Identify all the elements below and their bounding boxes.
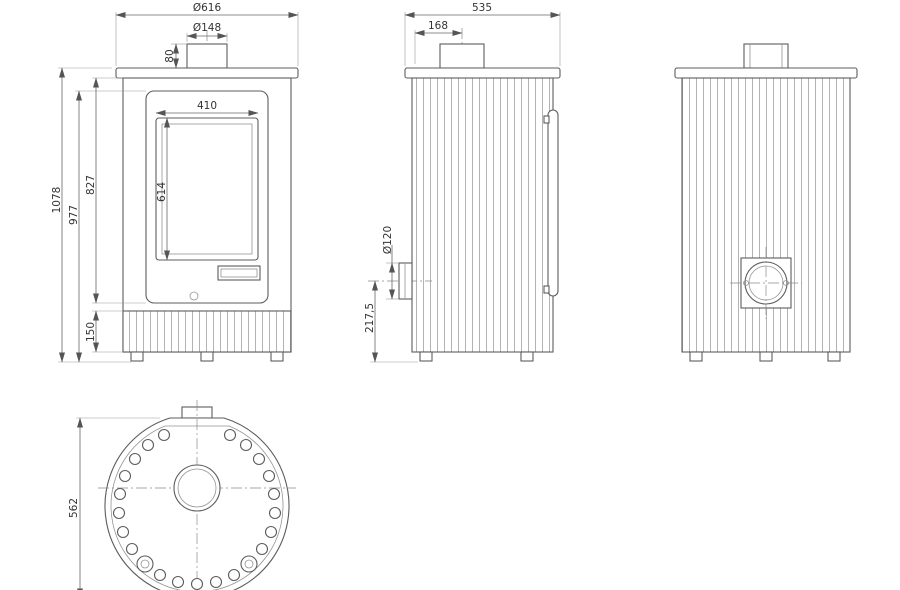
- dim-label-base-height: 150: [85, 322, 97, 342]
- rear-smoke-outlet: [730, 247, 802, 319]
- front-view: Ø616 Ø148 80 410 614 827 977 1078 150: [51, 2, 299, 363]
- side-handle-mount-top: [543, 115, 550, 124]
- side-door-handle: [547, 109, 559, 297]
- dim-label-body-height: 977: [68, 205, 80, 225]
- front-door: [145, 90, 269, 304]
- top-bolt-holes: [136, 555, 258, 573]
- dim-label-flue-offset: 168: [428, 20, 448, 32]
- front-top-plate: [115, 67, 299, 79]
- dim-label-flue-collar-height: 80: [164, 49, 176, 62]
- front-extension-lines: [58, 12, 299, 363]
- rear-view: [674, 43, 858, 362]
- front-feet: [130, 351, 284, 362]
- top-convection-holes: [112, 428, 282, 590]
- dim-label-outlet-axis-height: 217,5: [364, 303, 376, 333]
- dim-label-glass-height: 614: [156, 182, 168, 202]
- top-flue-opening-inner: [177, 468, 217, 508]
- dim-label-outlet-diameter: Ø120: [382, 226, 394, 254]
- top-flue-opening: [173, 464, 221, 512]
- rear-flue-pipe: [743, 43, 789, 69]
- front-dimensions: Ø616 Ø148 80 410 614 827 977 1078 150: [51, 2, 299, 363]
- side-handle-mount-bottom: [543, 285, 550, 294]
- rear-top-plate: [674, 67, 858, 79]
- side-dimensions: 535 168 Ø120 217,5: [364, 2, 561, 363]
- side-body-ribs: [411, 77, 554, 353]
- dim-label-glass-width: 410: [197, 100, 217, 112]
- side-flue-pipe: [439, 43, 485, 69]
- front-door-glass: [161, 123, 253, 255]
- side-top-plate: [404, 67, 561, 79]
- top-view: 562: [68, 400, 296, 590]
- dim-label-total-height: 1078: [51, 187, 63, 214]
- front-air-slider: [217, 265, 261, 281]
- side-feet: [419, 351, 534, 362]
- top-extension-lines: [76, 417, 160, 419]
- top-body-inner-wall: [110, 425, 284, 590]
- front-air-slider-inner: [220, 268, 258, 278]
- front-flue-pipe: [186, 43, 228, 69]
- side-outlet-stub: [398, 262, 413, 300]
- dim-label-door-top-height: 827: [85, 175, 97, 195]
- rear-feet: [689, 351, 841, 362]
- dim-label-depth: 535: [472, 2, 492, 14]
- dim-label-top-plate-diameter: Ø616: [193, 2, 222, 14]
- front-logo: [189, 291, 199, 301]
- side-extension-lines: [370, 12, 561, 363]
- side-view: 535 168 Ø120 217,5: [364, 2, 561, 363]
- front-door-glass-frame: [155, 117, 259, 261]
- top-dimensions: 562: [68, 417, 83, 590]
- dim-label-flue-diameter: Ø148: [193, 22, 221, 34]
- front-base-ribs: [122, 310, 292, 353]
- dim-label-body-diameter: 562: [68, 498, 80, 518]
